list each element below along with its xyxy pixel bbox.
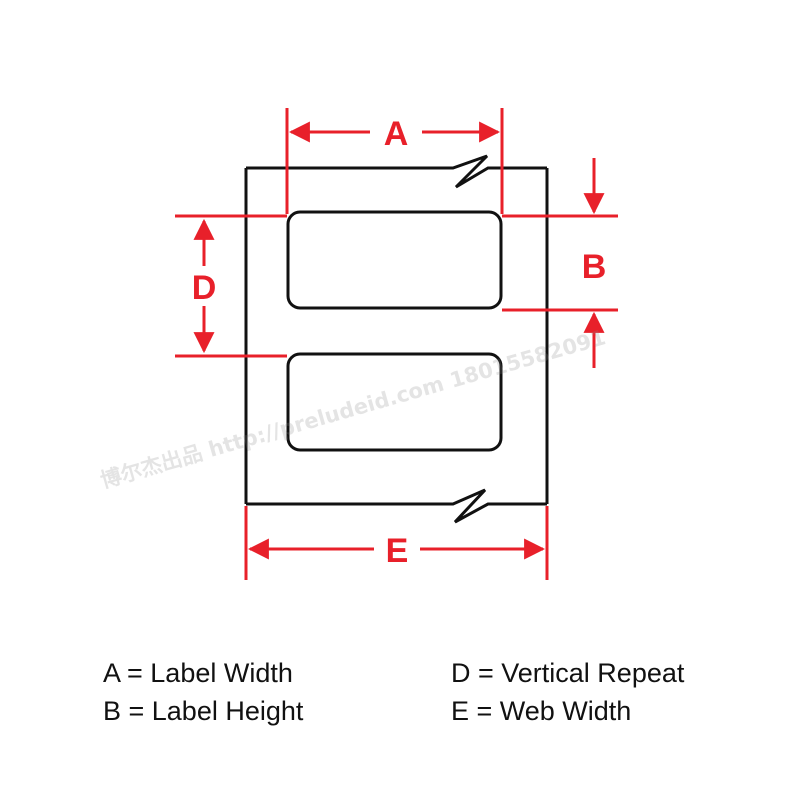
web-top-edge-break xyxy=(246,154,547,189)
legend-a: A = Label Width xyxy=(103,658,293,688)
legend-d: D = Vertical Repeat xyxy=(451,658,685,688)
watermark-text: 博尔杰出品 http://preludeid.com 18015582091 xyxy=(98,325,608,493)
dimension-d xyxy=(175,214,287,358)
label-top-rect xyxy=(286,210,503,310)
web-bottom-edge-break xyxy=(246,488,547,524)
dim-a-letter: A xyxy=(384,115,409,153)
dim-e-letter: E xyxy=(386,532,409,570)
dimension-a xyxy=(285,108,504,214)
dim-d-letter: D xyxy=(192,269,217,307)
dimension-e xyxy=(244,506,549,580)
dimension-b xyxy=(502,158,618,368)
web-outline xyxy=(244,154,549,524)
legend-b: B = Label Height xyxy=(103,696,304,726)
legend-e: E = Web Width xyxy=(451,696,632,726)
label-bottom-rect xyxy=(286,352,503,452)
dim-b-letter: B xyxy=(582,248,607,286)
